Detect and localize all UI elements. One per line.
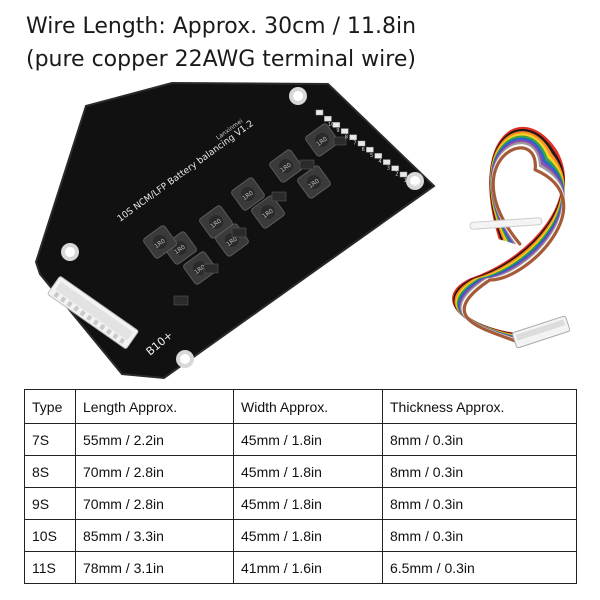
led bbox=[341, 129, 348, 134]
led-label: 7 bbox=[353, 141, 356, 147]
length-cell: 70mm / 2.8in bbox=[76, 488, 234, 520]
led-label: B0 bbox=[412, 184, 419, 190]
mounting-hole bbox=[61, 243, 79, 261]
led-label: 9 bbox=[336, 128, 339, 134]
led-label: 1 bbox=[404, 178, 407, 184]
led bbox=[375, 153, 382, 158]
table-header-row: Type Length Approx. Width Approx. Thickn… bbox=[25, 390, 577, 424]
mounting-hole bbox=[289, 87, 307, 105]
heading: Wire Length: Approx. 30cm / 11.8in (pure… bbox=[26, 10, 416, 76]
thickness-cell: 8mm / 0.3in bbox=[383, 520, 577, 552]
width-cell: 45mm / 1.8in bbox=[234, 456, 383, 488]
led bbox=[383, 160, 390, 165]
thickness-cell: 8mm / 0.3in bbox=[383, 456, 577, 488]
table-row: 10S 85mm / 3.3in 45mm / 1.8in 8mm / 0.3i… bbox=[25, 520, 577, 552]
heading-line-1: Wire Length: Approx. 30cm / 11.8in bbox=[26, 10, 416, 43]
width-cell: 45mm / 1.8in bbox=[234, 520, 383, 552]
led-label: 6 bbox=[362, 147, 365, 153]
led bbox=[333, 122, 340, 127]
dimensions-table: Type Length Approx. Width Approx. Thickn… bbox=[24, 389, 577, 584]
width-cell: 45mm / 1.8in bbox=[234, 424, 383, 456]
thickness-cell: 8mm / 0.3in bbox=[383, 488, 577, 520]
thickness-cell: 8mm / 0.3in bbox=[383, 424, 577, 456]
led bbox=[392, 166, 399, 171]
table-row: 9S 70mm / 2.8in 45mm / 1.8in 8mm / 0.3in bbox=[25, 488, 577, 520]
table-row: 11S 78mm / 3.1in 41mm / 1.6in 6.5mm / 0.… bbox=[25, 552, 577, 584]
wire-connector bbox=[512, 316, 570, 349]
led bbox=[350, 135, 357, 140]
balancer-board: 1R01R01R01R01R01R01R01R01R01R0 109876543… bbox=[36, 83, 434, 378]
led bbox=[400, 172, 407, 177]
led-label: 8 bbox=[345, 134, 348, 140]
led-label: 4 bbox=[378, 159, 381, 165]
mounting-hole bbox=[176, 350, 194, 368]
led-label: 3 bbox=[387, 165, 390, 171]
led bbox=[366, 147, 373, 152]
type-cell: 10S bbox=[25, 520, 76, 552]
type-cell: 8S bbox=[25, 456, 76, 488]
table-row: 7S 55mm / 2.2in 45mm / 1.8in 8mm / 0.3in bbox=[25, 424, 577, 456]
thickness-cell: 6.5mm / 0.3in bbox=[383, 552, 577, 584]
type-cell: 11S bbox=[25, 552, 76, 584]
width-cell: 45mm / 1.8in bbox=[234, 488, 383, 520]
length-cell: 78mm / 3.1in bbox=[76, 552, 234, 584]
product-photo: 1R01R01R01R01R01R01R01R01R01R0 109876543… bbox=[0, 70, 600, 380]
led bbox=[324, 116, 331, 121]
wire-harness bbox=[454, 128, 564, 342]
header-cell: Type bbox=[25, 390, 76, 424]
wire bbox=[464, 148, 563, 343]
length-cell: 55mm / 2.2in bbox=[76, 424, 234, 456]
table-row: 8S 70mm / 2.8in 45mm / 1.8in 8mm / 0.3in bbox=[25, 456, 577, 488]
type-cell: 7S bbox=[25, 424, 76, 456]
header-cell: Length Approx. bbox=[76, 390, 234, 424]
type-cell: 9S bbox=[25, 488, 76, 520]
led bbox=[358, 141, 365, 146]
led bbox=[316, 110, 323, 115]
width-cell: 41mm / 1.6in bbox=[234, 552, 383, 584]
led-label: 2 bbox=[395, 172, 398, 178]
header-cell: Width Approx. bbox=[234, 390, 383, 424]
length-cell: 85mm / 3.3in bbox=[76, 520, 234, 552]
length-cell: 70mm / 2.8in bbox=[76, 456, 234, 488]
header-cell: Thickness Approx. bbox=[383, 390, 577, 424]
led-label: 5 bbox=[370, 153, 373, 159]
